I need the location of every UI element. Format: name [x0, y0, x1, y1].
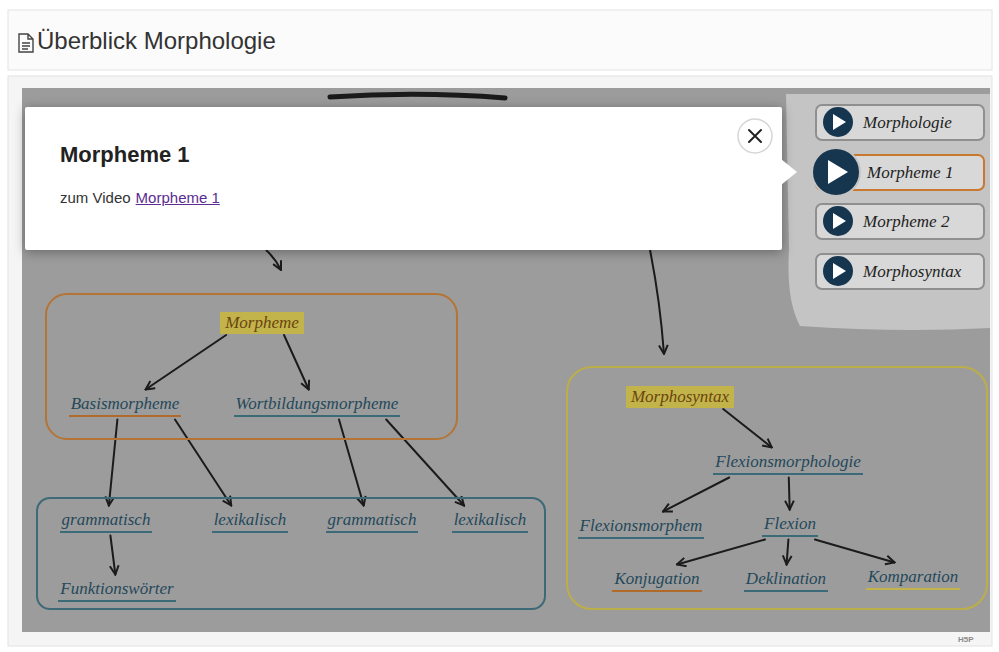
concept-text: Wortbildungsmorpheme: [234, 394, 401, 417]
close-button: [738, 119, 772, 153]
concept-text: Flexion: [762, 514, 818, 537]
concept-text: Deklination: [744, 569, 828, 592]
group-box: MorphosyntaxFlexionsmorphologieFlexionsm…: [566, 366, 988, 610]
close-cross: [749, 130, 761, 142]
concept-text: Funktionswörter: [58, 579, 175, 602]
arrow-connector: [146, 335, 227, 390]
concept-label: grammatisch: [323, 508, 422, 535]
concept-text: lexikalisch: [212, 510, 289, 533]
hotspot-button: Morpheme 2: [815, 203, 985, 240]
group-heading: Morpheme: [220, 312, 304, 334]
play-triangle: [833, 263, 846, 279]
button-label: Morpheme 2: [863, 212, 949, 231]
play-triangle: [833, 213, 846, 229]
concept-label: Flexion: [759, 512, 821, 539]
arrow-connector: [723, 409, 772, 448]
incoming-arrow: [650, 250, 664, 354]
concept-label: Funktionswörter: [55, 577, 178, 604]
brand-label: H5P: [958, 635, 974, 644]
button-label: Morpheme 1: [867, 163, 953, 182]
arrow-connector: [788, 478, 791, 510]
concept-text: Konjugation: [612, 569, 701, 592]
concept-text: Komparation: [866, 567, 961, 590]
popup-pointer: [781, 159, 797, 185]
arrow-connector: [339, 420, 364, 506]
concept-label: lexikalisch: [209, 508, 292, 535]
play-icon: [823, 256, 853, 286]
popup-card: Morpheme 1zum VideoMorpheme 1: [25, 107, 782, 250]
play-triangle: [828, 160, 848, 184]
concept-label: Basismorpheme: [66, 392, 185, 419]
concept-text: grammatisch: [326, 510, 419, 533]
video-link: Morpheme 1: [136, 188, 220, 208]
group-box: MorphemeBasismorpheme Wortbildungsmorphem…: [45, 293, 458, 440]
concept-text: Flexionsmorphologie: [713, 452, 862, 475]
concept-text: grammatisch: [60, 510, 153, 533]
play-icon: [823, 107, 853, 137]
arrow-connector: [110, 536, 115, 575]
concept-label: grammatisch: [57, 508, 156, 535]
arrow-connector: [175, 420, 231, 506]
popup-text: zum Video: [60, 188, 131, 208]
arrow-connector: [109, 420, 118, 506]
arrow-connector: [815, 540, 895, 563]
content-frame: [8, 76, 992, 646]
group-box: grammatisch lexikalisch grammatisch lexikal…: [36, 497, 546, 610]
concept-label: Konjugation: [609, 567, 704, 594]
button-label: Morphologie: [863, 113, 952, 132]
arrow-connector: [284, 335, 309, 390]
play-icon: [823, 206, 853, 236]
hotspot-button: Morphosyntax: [815, 253, 985, 290]
arrow-connector: [386, 420, 464, 506]
connector-group: [109, 335, 895, 575]
button-label: Morphosyntax: [863, 262, 961, 281]
group-heading: Morphosyntax: [626, 386, 734, 408]
arrow-connector: [787, 540, 789, 565]
concept-text: Flexionsmorphem: [578, 516, 705, 539]
paper-sheet: [786, 94, 990, 330]
incoming-arrow: [266, 250, 281, 270]
concept-label: Deklination: [741, 567, 831, 594]
concept-text: Basismorpheme: [69, 394, 182, 417]
hotspot-button: Morphologie: [815, 104, 985, 141]
document-icon: [19, 34, 33, 52]
play-triangle: [833, 114, 846, 130]
concept-label: Flexionsmorphologie: [710, 450, 865, 477]
concept-label: Komparation: [863, 565, 964, 592]
whiteboard-image: [22, 88, 990, 632]
page-title: Überblick Morphologie: [37, 27, 276, 55]
concept-label: lexikalisch: [449, 508, 532, 535]
concept-text: lexikalisch: [452, 510, 529, 533]
concept-label: Flexionsmorphem: [575, 514, 708, 541]
board-stroke: [330, 94, 505, 98]
header-panel: [8, 10, 992, 70]
play-icon: [812, 148, 860, 196]
popup-heading: Morpheme 1: [60, 142, 747, 168]
arrow-connector: [663, 478, 729, 512]
hotspot-button: Morpheme 1: [815, 154, 985, 191]
concept-label: Wortbildungsmorpheme: [231, 392, 404, 419]
arrow-connector: [677, 540, 765, 565]
